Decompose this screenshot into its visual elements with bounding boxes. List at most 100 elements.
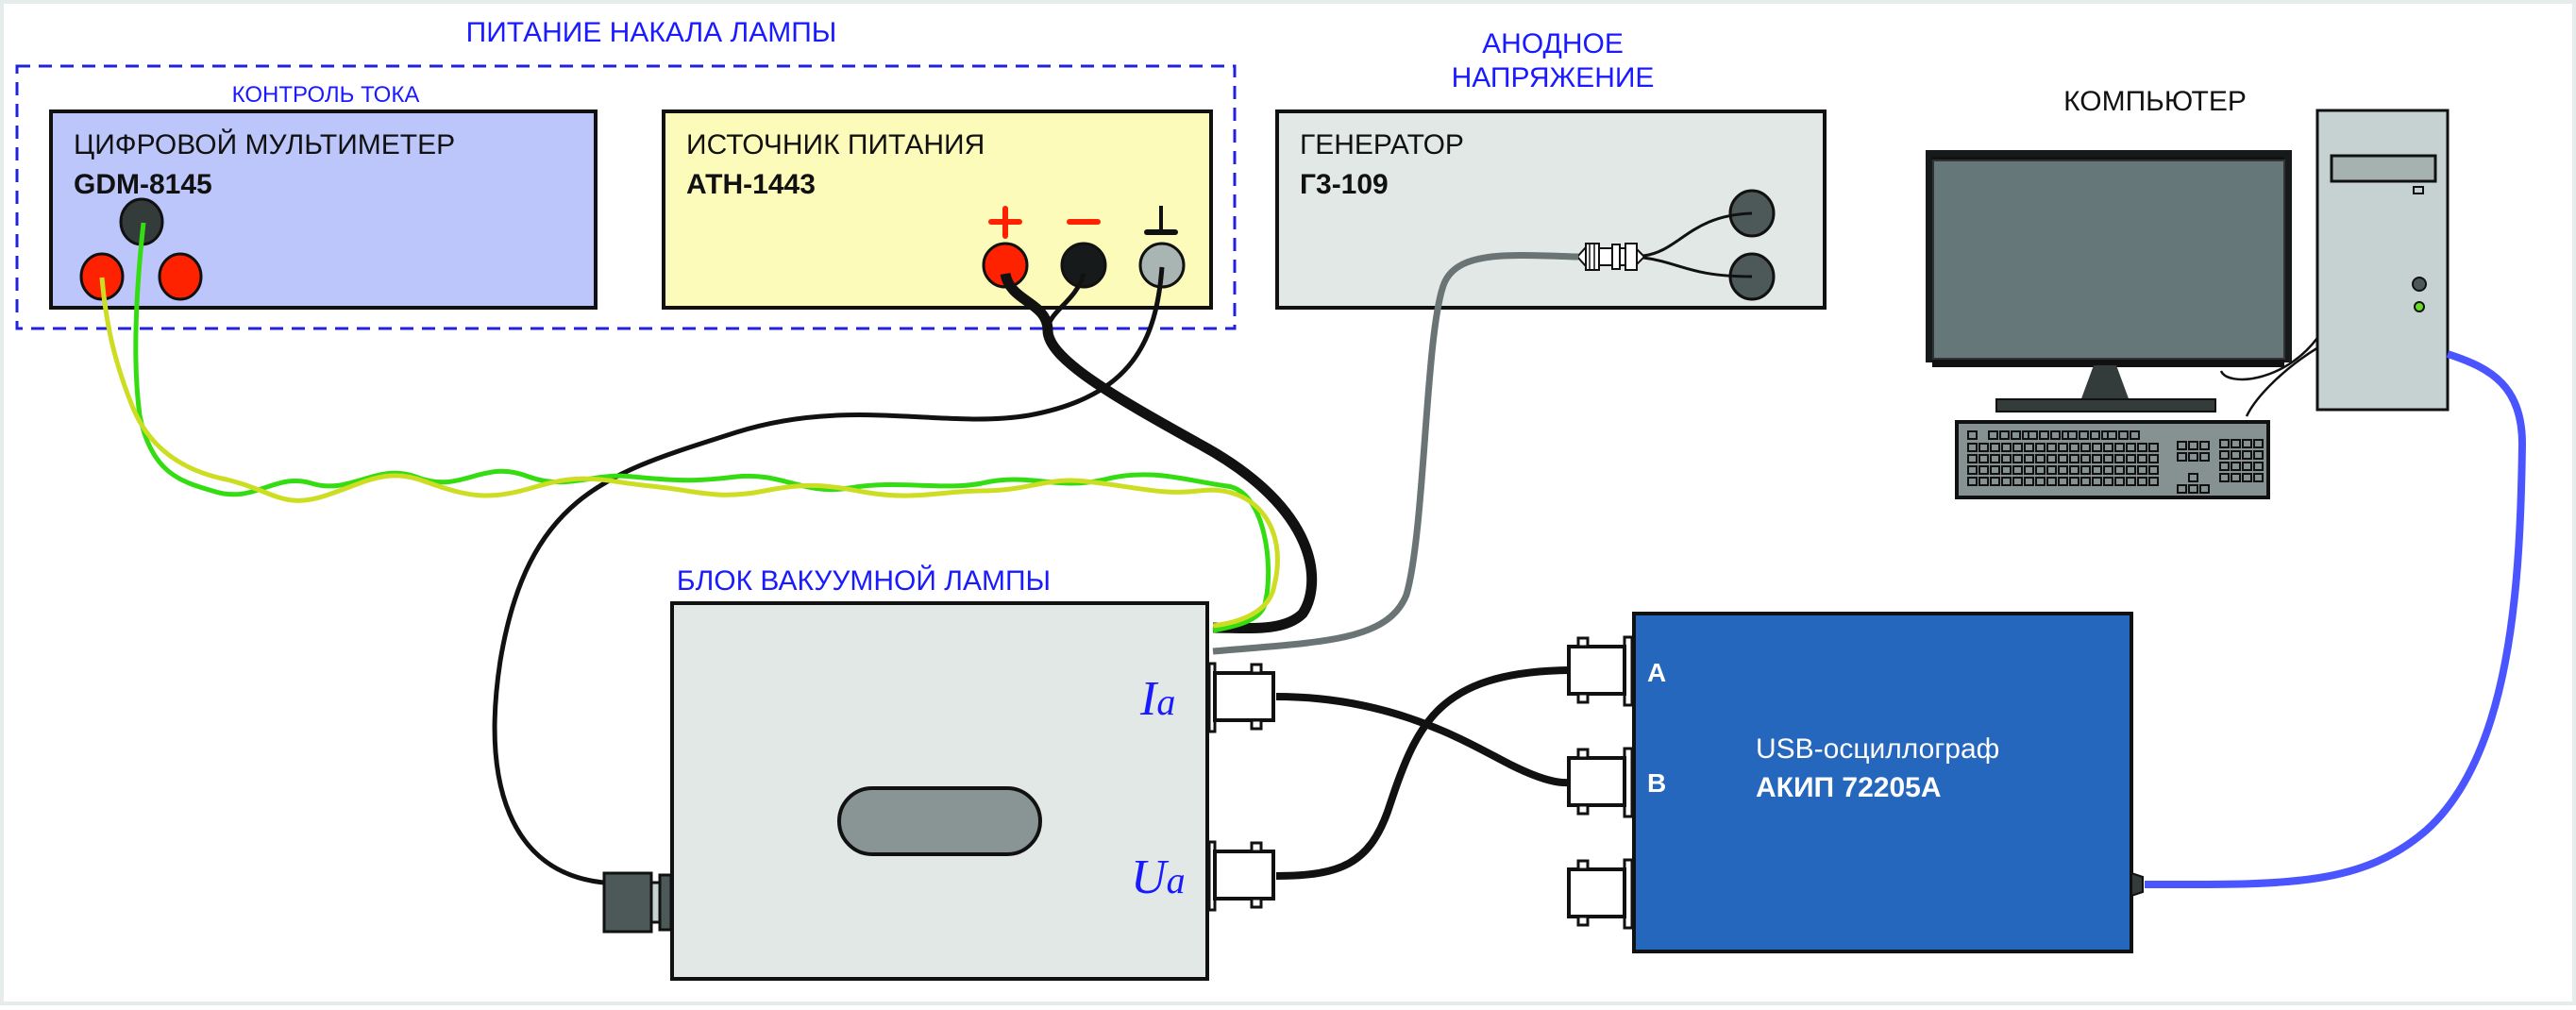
- keyboard-key[interactable]: [2035, 465, 2046, 475]
- keyboard-key[interactable]: [2001, 454, 2012, 463]
- keyboard-key[interactable]: [2231, 473, 2241, 482]
- keyboard-key[interactable]: [2103, 477, 2113, 486]
- keyboard-key[interactable]: [2242, 473, 2252, 482]
- keyboard-key[interactable]: [2028, 430, 2038, 440]
- ext-trigger-bnc-connector[interactable]: [1567, 858, 1634, 930]
- keyboard-key[interactable]: [2177, 452, 2187, 462]
- system-unit[interactable]: [2315, 109, 2450, 412]
- keyboard-key[interactable]: [2080, 443, 2091, 452]
- computer[interactable]: [1926, 109, 2450, 499]
- keyboard-key[interactable]: [2079, 430, 2089, 440]
- keyboard-key[interactable]: [1990, 443, 2000, 452]
- keyboard-key[interactable]: [2188, 473, 2198, 482]
- monitor[interactable]: [1926, 150, 2292, 412]
- keyboard-key[interactable]: [2148, 477, 2159, 486]
- keyboard-key[interactable]: [2012, 465, 2023, 475]
- keyboard-key[interactable]: [2242, 439, 2252, 448]
- keyboard-key[interactable]: [2137, 477, 2147, 486]
- keyboard-key[interactable]: [2253, 450, 2264, 460]
- keyboard-key[interactable]: [2046, 477, 2057, 486]
- keyboard-key[interactable]: [1990, 465, 2000, 475]
- keyboard-key[interactable]: [2103, 454, 2113, 463]
- keyboard-key[interactable]: [1978, 477, 1989, 486]
- keyboard-key[interactable]: [2114, 477, 2125, 486]
- vacuum-tube-block[interactable]: Ia Ua: [602, 601, 1275, 981]
- keyboard-key[interactable]: [2219, 473, 2230, 482]
- keyboard-key[interactable]: [2092, 454, 2102, 463]
- multimeter-device[interactable]: ЦИФРОВОЙ МУЛЬТИМЕТЕР GDM-8145: [49, 109, 598, 310]
- keyboard-key[interactable]: [2148, 443, 2159, 452]
- keyboard-key[interactable]: [2001, 465, 2012, 475]
- keyboard-key[interactable]: [2024, 443, 2034, 452]
- keyboard-key[interactable]: [1999, 430, 2010, 440]
- keyboard-key[interactable]: [2092, 477, 2102, 486]
- usb-oscilloscope[interactable]: A B USB-осциллограф АКИП 72205А: [1567, 612, 2144, 953]
- keyboard-key[interactable]: [2219, 450, 2230, 460]
- filament-connector[interactable]: [602, 871, 673, 934]
- generator-device[interactable]: ГЕНЕРАТОР Г3-109: [1275, 109, 1827, 310]
- keyboard-key[interactable]: [2137, 465, 2147, 475]
- keyboard-key[interactable]: [2242, 450, 2252, 460]
- keyboard-key[interactable]: [2219, 439, 2230, 448]
- keyboard-key[interactable]: [2058, 443, 2068, 452]
- keyboard-key[interactable]: [2012, 443, 2023, 452]
- ua-bnc-connector[interactable]: [1207, 840, 1275, 912]
- keyboard-key[interactable]: [2253, 439, 2264, 448]
- keyboard-key[interactable]: [2231, 439, 2241, 448]
- keyboard-key[interactable]: [1978, 454, 1989, 463]
- keyboard-key[interactable]: [2050, 430, 2061, 440]
- keyboard-key[interactable]: [2253, 473, 2264, 482]
- keyboard-key[interactable]: [2126, 454, 2136, 463]
- drive-button[interactable]: [2413, 186, 2424, 194]
- keyboard[interactable]: [1955, 420, 2270, 499]
- power-button[interactable]: [2412, 277, 2427, 292]
- ia-bnc-connector[interactable]: [1207, 662, 1275, 733]
- keyboard-key[interactable]: [2001, 443, 2012, 452]
- keyboard-key[interactable]: [1990, 454, 2000, 463]
- keyboard-key[interactable]: [2103, 465, 2113, 475]
- keyboard-key[interactable]: [2080, 465, 2091, 475]
- keyboard-key[interactable]: [2219, 462, 2230, 471]
- keyboard-key[interactable]: [2024, 477, 2034, 486]
- keyboard-key[interactable]: [2011, 430, 2021, 440]
- keyboard-key[interactable]: [1990, 477, 2000, 486]
- keyboard-key[interactable]: [2080, 454, 2091, 463]
- keyboard-key[interactable]: [2035, 454, 2046, 463]
- keyboard-key[interactable]: [2118, 430, 2129, 440]
- keyboard-key[interactable]: [2253, 462, 2264, 471]
- keyboard-key[interactable]: [2103, 443, 2113, 452]
- keyboard-key[interactable]: [2199, 484, 2210, 494]
- keyboard-key[interactable]: [1978, 465, 1989, 475]
- keyboard-key[interactable]: [2114, 454, 2125, 463]
- keyboard-key[interactable]: [2024, 454, 2034, 463]
- multimeter-terminal-2[interactable]: [158, 252, 203, 301]
- keyboard-key[interactable]: [2069, 443, 2079, 452]
- keyboard-key[interactable]: [2058, 465, 2068, 475]
- keyboard-key[interactable]: [2114, 443, 2125, 452]
- keyboard-key[interactable]: [2242, 462, 2252, 471]
- power-supply-minus-terminal[interactable]: [1060, 242, 1107, 289]
- keyboard-key[interactable]: [2046, 465, 2057, 475]
- keyboard-key[interactable]: [2188, 441, 2198, 450]
- keyboard-key[interactable]: [2024, 465, 2034, 475]
- keyboard-key[interactable]: [2046, 454, 2057, 463]
- keyboard-key[interactable]: [2046, 443, 2057, 452]
- keyboard-key[interactable]: [2114, 465, 2125, 475]
- keyboard-key[interactable]: [2069, 465, 2079, 475]
- keyboard-key[interactable]: [1967, 454, 1978, 463]
- keyboard-key[interactable]: [2126, 465, 2136, 475]
- keyboard-key[interactable]: [2092, 443, 2102, 452]
- keyboard-key[interactable]: [2012, 454, 2023, 463]
- keyboard-key[interactable]: [2177, 484, 2187, 494]
- keyboard-key[interactable]: [2231, 462, 2241, 471]
- keyboard-key[interactable]: [2137, 454, 2147, 463]
- keyboard-key[interactable]: [2107, 430, 2117, 440]
- keyboard-key[interactable]: [2035, 477, 2046, 486]
- keyboard-key[interactable]: [1988, 430, 1998, 440]
- keyboard-key[interactable]: [2035, 443, 2046, 452]
- keyboard-key[interactable]: [2126, 443, 2136, 452]
- keyboard-key[interactable]: [2130, 430, 2140, 440]
- keyboard-key[interactable]: [2188, 452, 2198, 462]
- keyboard-key[interactable]: [2177, 441, 2187, 450]
- keyboard-key[interactable]: [1967, 465, 1978, 475]
